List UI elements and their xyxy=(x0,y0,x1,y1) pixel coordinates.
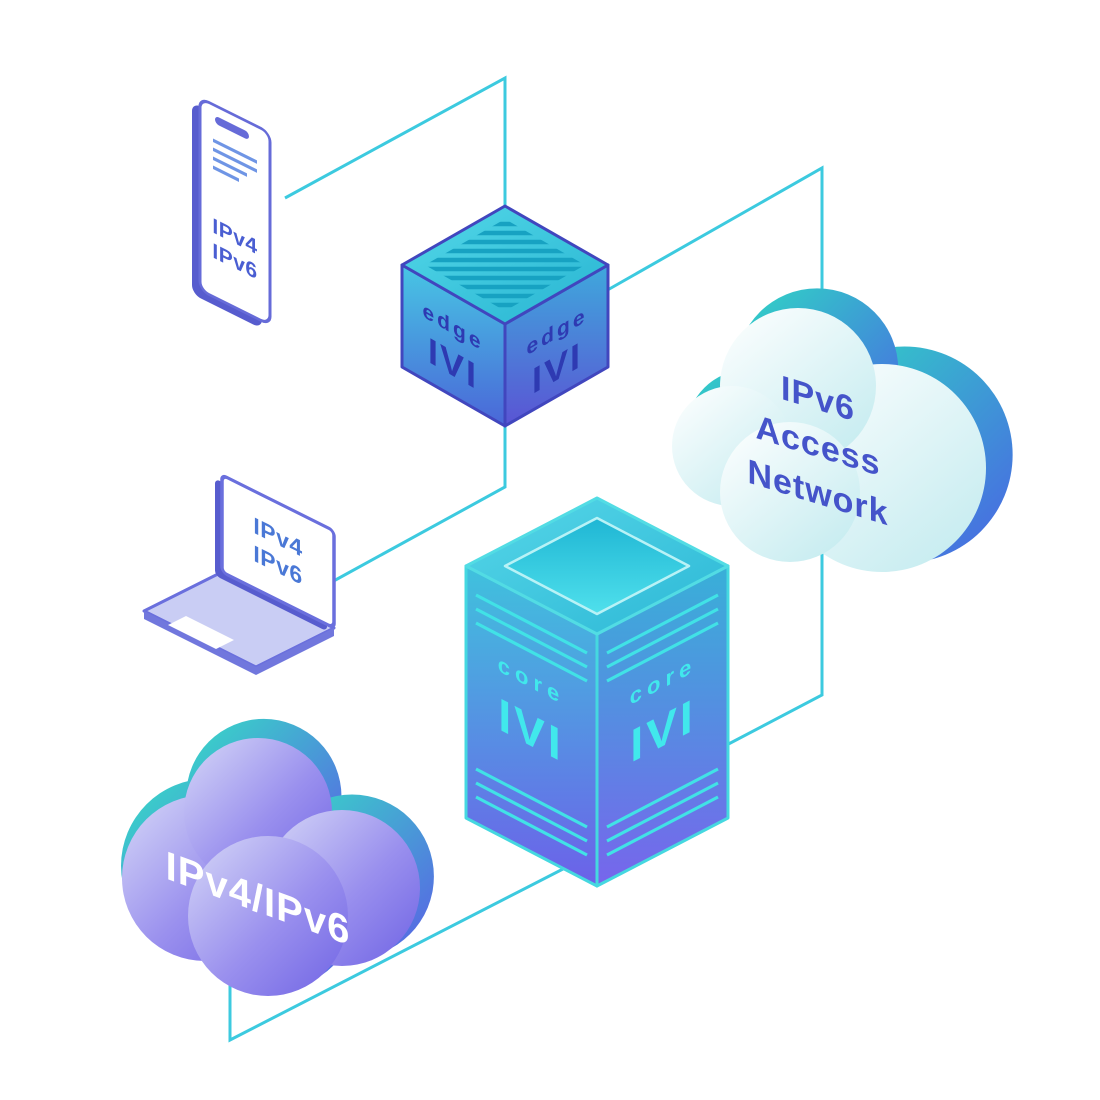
phone-text-line xyxy=(213,147,257,173)
laptop: IPv4 IPv6 xyxy=(142,474,336,675)
smartphone: IPv4 IPv6 xyxy=(192,99,272,326)
phone-text-line xyxy=(213,165,239,182)
core-router: core IVI core IVI xyxy=(464,496,730,888)
wire-edge-router-to-laptop xyxy=(329,424,507,585)
laptop-base-edge xyxy=(144,611,334,675)
backbone-cloud-front-face xyxy=(122,738,420,996)
phone-text-line xyxy=(213,156,247,177)
access-cloud-front-face xyxy=(672,308,986,572)
edge-router: edge IVI edge IVI xyxy=(400,204,610,428)
laptop-trackpad xyxy=(168,616,234,649)
laptop-screen: IPv4 IPv6 xyxy=(215,474,336,630)
wire-phone-to-edge-router xyxy=(284,75,507,212)
laptop-screen-front xyxy=(220,474,336,628)
core-top-panel xyxy=(503,516,691,616)
core-left-vents xyxy=(475,593,588,857)
edge-router-top-face xyxy=(400,204,610,326)
phone-speaker-icon xyxy=(215,117,249,139)
core-right-vents xyxy=(606,593,719,857)
ipv6-access-cloud: IPv6 Access Network xyxy=(672,288,1013,572)
phone-text-line xyxy=(213,138,257,164)
ipv4-ipv6-cloud: IPv4/IPv6 xyxy=(121,718,434,996)
phone-front-face xyxy=(198,99,272,324)
